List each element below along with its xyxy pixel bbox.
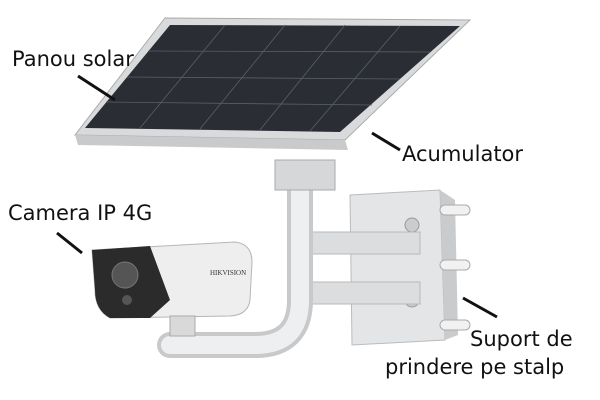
leader-line-camera [56, 231, 83, 255]
label-mount-line1: Suport de [470, 327, 573, 351]
leader-line-battery [371, 131, 401, 152]
camera-brand: HIKVISION [210, 269, 246, 277]
leader-line-mount [462, 296, 498, 319]
label-solar-panel: Panou solar [12, 47, 134, 71]
pole-mount-bracket [349, 189, 471, 346]
label-camera: Camera IP 4G [8, 201, 153, 225]
camera-body: HIKVISION [91, 241, 253, 337]
label-mount-line2: prindere pe stalp [385, 355, 565, 379]
label-battery: Acumulator [402, 142, 524, 166]
solar-panel [73, 17, 472, 150]
leader-line-solar [77, 74, 116, 102]
